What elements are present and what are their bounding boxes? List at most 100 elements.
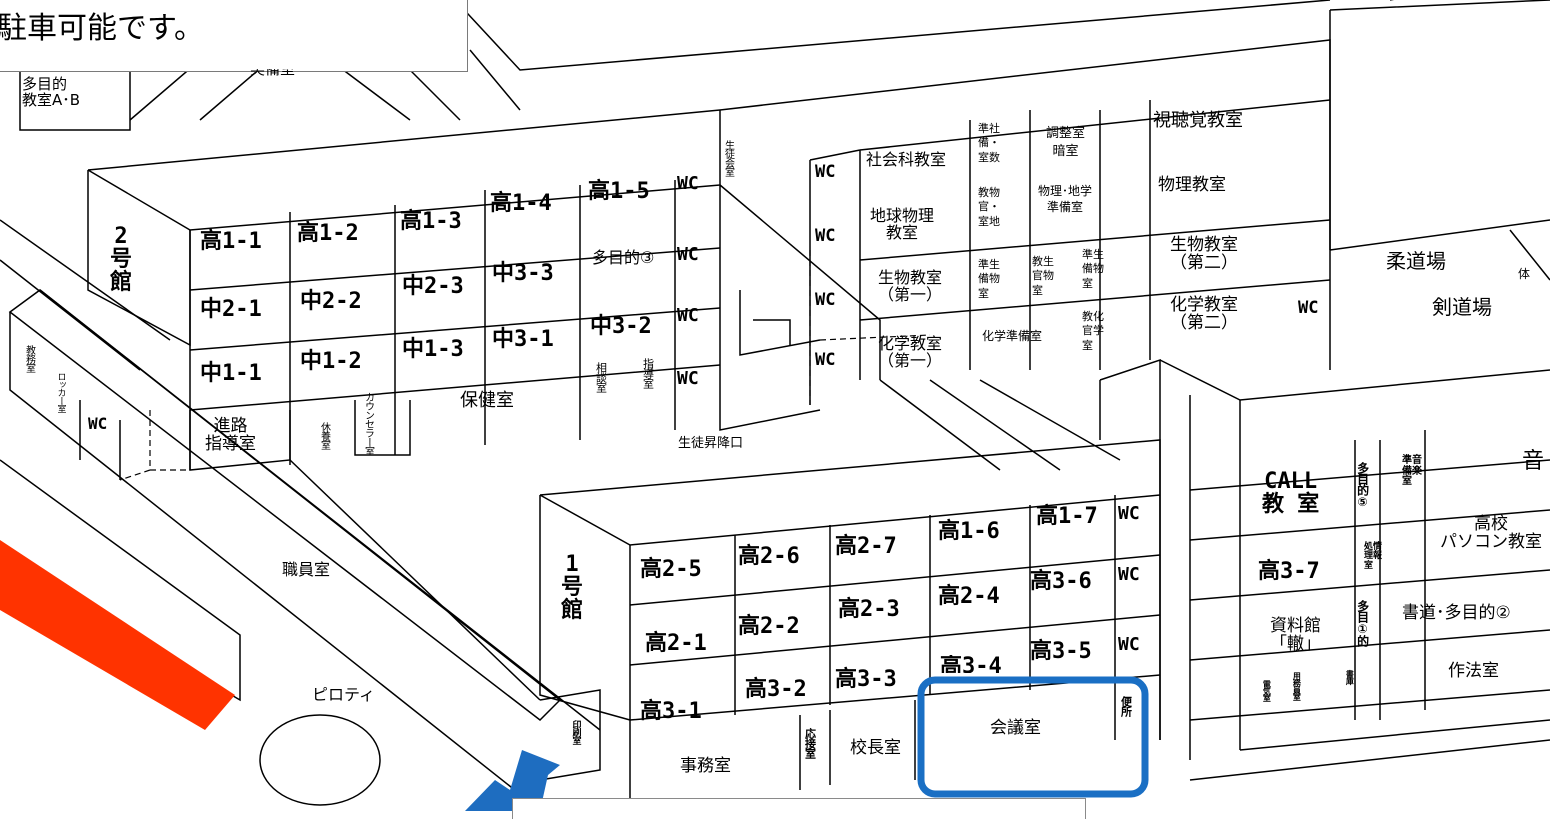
wc-b1-3: WC (1118, 634, 1140, 655)
label-partial-top: 実備室 (250, 69, 295, 78)
wc-mid-3: WC (815, 290, 836, 310)
room-h3-1: 高3-1 (640, 699, 702, 724)
room-h2-1: 高2-1 (645, 631, 707, 656)
label-locker: ロッカー室 (55, 372, 66, 412)
label-library-store: 書庫 (1345, 670, 1355, 684)
label-physics: 物理教室 (1158, 175, 1226, 195)
wc-mid-5: WC (1298, 298, 1319, 318)
label-multi-ab: 多目的 教室A･B (22, 75, 81, 109)
wc-b2-2: WC (677, 244, 699, 265)
building1-name: 1 号 館 (561, 552, 584, 624)
room-h3-5: 高3-5 (1030, 639, 1092, 664)
label-health-room: 保健室 (460, 390, 514, 411)
wc-b2-4: WC (677, 368, 699, 389)
label-bio1: 生物教室 （第一） (878, 268, 943, 304)
label-bio-prep2: 準生 備物 室 (1082, 248, 1104, 290)
label-entrance: 生徒昇降口 (678, 436, 744, 451)
label-gym-partial: 体 (1518, 267, 1531, 281)
room-h3-6: 高3-6 (1030, 569, 1092, 594)
room-h3-3: 高3-3 (835, 667, 897, 692)
label-bio-prep: 準生 備物 室 (978, 258, 1000, 300)
label-admin: 教務室 (23, 345, 35, 372)
label-phys-geo-prep: 物理･地学 準備室 (1038, 184, 1093, 215)
wc-b1-1: WC (1118, 503, 1140, 524)
room-h1-2: 高1-2 (297, 221, 359, 246)
label-av-room: 視聴覚教室 (1153, 110, 1243, 131)
wc-mid-1: WC (815, 162, 836, 182)
room-m1-3: 中1-3 (402, 337, 464, 362)
wc-b2-3: WC (677, 305, 699, 326)
wc-b2-5: WC (88, 414, 108, 433)
label-pc-room: 高校 パソコン教室 (1440, 514, 1542, 552)
arrow-right-icon (465, 750, 560, 811)
label-pilotis: ピロティ (312, 685, 376, 704)
bottom-panel (512, 798, 1086, 819)
room-h1-4: 高1-4 (490, 191, 552, 216)
label-guidance: 指導室 (641, 358, 655, 388)
wc-b2-1: WC (677, 173, 699, 194)
room-h2-6: 高2-6 (738, 544, 800, 569)
label-print: 印刷室 (570, 720, 581, 744)
red-stripe-icon (0, 540, 235, 730)
callout-text: 駐車可能です。 (0, 11, 204, 46)
label-electric: 電気室 (1262, 680, 1272, 701)
room-h2-2: 高2-2 (738, 614, 800, 639)
label-social-math-prep: 準社 備・ 室数 (978, 122, 1000, 164)
room-m3-2: 中3-2 (590, 314, 652, 339)
label-call-room: CALL 教 室 (1262, 469, 1320, 518)
room-h3-7: 高3-7 (1258, 559, 1320, 584)
callout-box: 駐車可能です。 (0, 0, 468, 72)
label-toilet: 便所 (1119, 696, 1133, 716)
room-h1-1: 高1-1 (200, 229, 262, 254)
label-counselor: カウンセラー室 (362, 392, 374, 455)
label-geo-phys: 地球物理 教室 (870, 206, 935, 242)
room-m2-1: 中2-1 (200, 297, 262, 322)
label-principal: 校長室 (850, 738, 901, 758)
wc-b1-2: WC (1118, 564, 1140, 585)
label-bio2: 生物教室 （第二） (1170, 235, 1238, 273)
conference-highlight-box (917, 676, 1149, 798)
room-h2-4: 高2-4 (938, 584, 1000, 609)
label-etiquette: 作法室 (1448, 661, 1499, 681)
room-h3-4: 高3-4 (940, 654, 1002, 679)
label-rest-room: 休養室 (318, 422, 330, 449)
wc-mid-4: WC (815, 350, 836, 370)
label-office: 事務室 (680, 756, 731, 776)
label-janitor: 用務員室 (1292, 672, 1302, 700)
label-adjust: 調整室 暗室 (1046, 126, 1086, 159)
label-counsel: 相談室 (594, 362, 608, 392)
label-career: 進路 指導室 (205, 416, 256, 454)
label-student-council: 生徒会室 (722, 140, 734, 176)
label-chem2: 化学教室 （第二） (1170, 295, 1238, 333)
label-chem-prep: 化学準備室 (982, 329, 1043, 343)
room-h1-6: 高1-6 (938, 519, 1000, 544)
label-multi3: 多目的③ (592, 248, 655, 267)
label-chem1: 化学教室 （第一） (878, 334, 943, 370)
label-bio-staff: 教生 官物 室 (1032, 255, 1054, 297)
room-h2-5: 高2-5 (640, 557, 702, 582)
label-kendo: 剣道場 (1432, 295, 1492, 319)
label-info-proc: 処情 理報 室 (1364, 542, 1383, 571)
room-h2-3: 高2-3 (838, 597, 900, 622)
label-calligraphy: 書道･多目的② (1402, 603, 1511, 623)
dashed-passages (119, 250, 931, 481)
label-phys-geo-staff: 教物 官・ 室地 (978, 186, 1000, 228)
label-multi5: 多目的⑤ (1355, 462, 1370, 508)
room-m1-1: 中1-1 (200, 361, 262, 386)
room-m2-3: 中2-3 (402, 274, 464, 299)
label-music-prep: 準音 備楽 室 (1402, 455, 1422, 487)
label-reception: 応接室 (803, 728, 817, 758)
label-music-partial: 音 (1522, 449, 1545, 474)
label-chem-staff: 教化 官学 室 (1082, 310, 1104, 352)
room-m2-2: 中2-2 (300, 289, 362, 314)
label-archive: 資料館 「轍」 (1270, 616, 1321, 654)
label-multi1: 多目①的 (1355, 600, 1370, 646)
room-h3-2: 高3-2 (745, 677, 807, 702)
label-staff-room: 職員室 (282, 560, 331, 579)
room-m3-3: 中3-3 (492, 261, 554, 286)
room-h2-7: 高2-7 (835, 534, 897, 559)
wc-mid-2: WC (815, 226, 836, 246)
room-m1-2: 中1-2 (300, 349, 362, 374)
